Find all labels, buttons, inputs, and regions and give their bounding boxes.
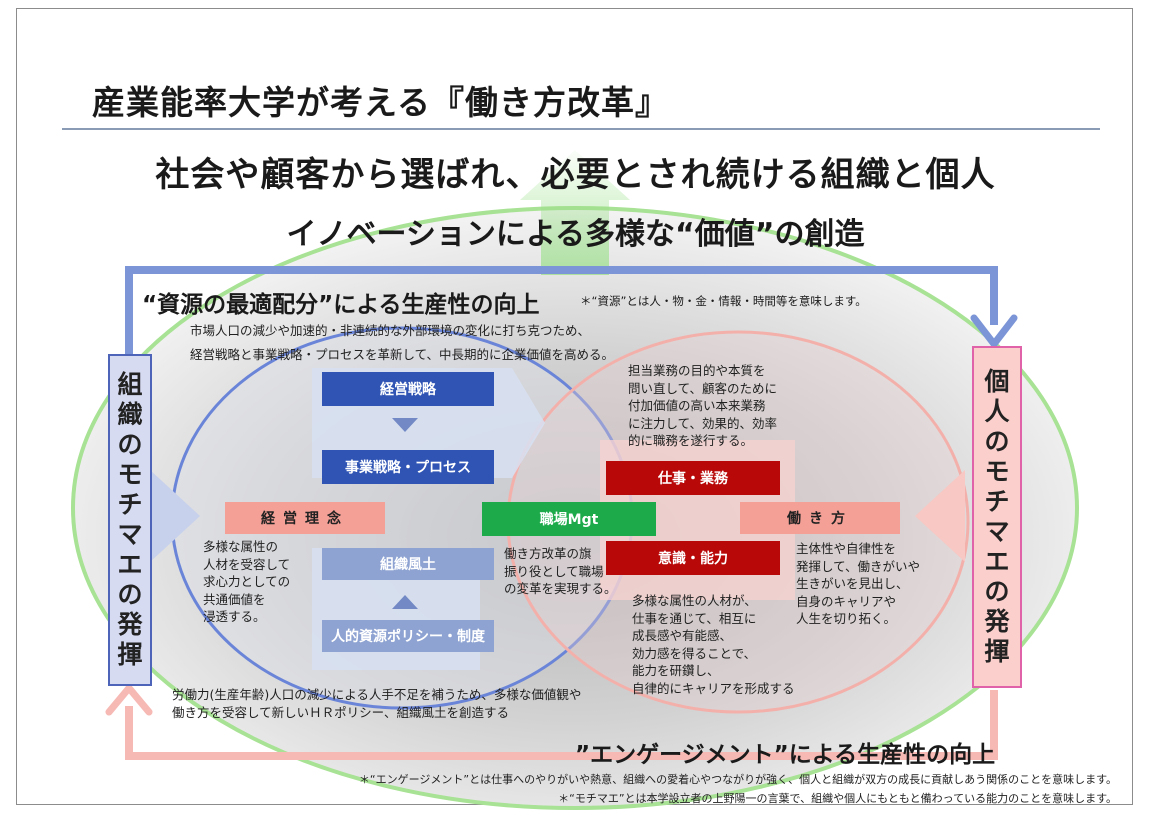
text-line: の変革を実現する。 [504,581,617,596]
text-line: 主体性や自律性を [796,541,897,556]
footnote-engagement: ＊“エンゲージメント”とは仕事へのやりがいや熱意、組織への愛着心やつながりが強く… [358,773,1117,786]
text-line: 人材を受容して [203,556,291,572]
col-char: マ [117,520,143,549]
text-line: 成長感や有能感、 [632,628,733,643]
text-line: 多様な属性の [203,539,279,554]
page-title: 産業能率大学が考える『働き方改革』 [92,83,670,122]
task-purpose-text: 担当業務の目的や本質を 問い直して、顧客のために 付加価値の高い本来業務 に注力… [628,362,777,450]
text-line: 効力感を得ることで、 [632,645,757,661]
headline-sub: イノベーションによる多様な“価値”の創造 [286,217,865,252]
col-char: 揮 [117,640,143,669]
text-line: 問い直して、顧客のために [628,380,778,396]
col-char: チ [984,487,1010,516]
work-tasks-box: 仕事・業務 [606,461,780,495]
col-char: 個 [984,367,1010,396]
down-triangle-icon [392,418,418,432]
text-line: に注力して、効果的、効率 [628,415,778,431]
text-line: 自律的にキャリアを形成する [632,680,795,696]
title-rule [62,128,1100,130]
hr-policy-box: 人的資源ポリシー・制度 [322,620,494,652]
text-line: 働き方を受容して新しいＨＲポリシー、組織風土を創造する [172,704,510,720]
text-line: 担当業務の目的や本質を [628,363,766,378]
text-line: 生きがいを見出し、 [796,576,909,591]
col-char: モ [117,460,143,489]
col-char: 人 [984,397,1010,426]
management-philosophy-box: 経営理念 [225,502,385,534]
col-char: の [984,577,1010,606]
business-strategy-box: 事業戦略・プロセス [322,450,494,484]
diverse-attributes-left-text: 多様な属性の 人材を受容して 求心力としての 共通価値を 浸透する。 [203,538,290,626]
top-feedback-arrow-head [970,314,1018,350]
text-line: 浸透する。 [203,609,266,624]
diverse-attributes-right-text: 多様な属性の人材が、 仕事を通じて、相互に 成長感や有能感、 効力感を得ることで… [632,592,795,697]
right-pointer-arrow [915,470,965,562]
bottom-feedback-arrow-head [105,682,153,716]
col-char: エ [984,547,1010,576]
engagement-heading: ”エンゲージメント”による生産性の向上 [575,742,996,768]
up-triangle-icon [392,595,418,609]
text-line: 振り役として職場 [504,563,604,579]
text-line: 多様な属性の人材が、 [632,593,757,608]
bottom-feedback-arrow [125,690,998,760]
col-char: マ [984,517,1010,546]
text-line: 仕事を通じて、相互に [632,610,757,626]
text-line: 労働力(生産年齢)人口の減少による人手不足を補うため、多様な価値観や [172,687,582,702]
text-line: 付加価値の高い本来業務 [628,398,766,413]
headline-main: 社会や顧客から選ばれ、必要とされ続ける組織と個人 [155,155,996,195]
text-line: 共通価値を [203,591,266,607]
col-char: の [117,430,143,459]
awareness-ability-box: 意識・能力 [606,541,780,575]
col-char: の [117,580,143,609]
text-line: 能力を研鑽し、 [632,663,720,678]
text-line: 働き方改革の旗 [504,546,592,561]
left-pointer-arrow [150,470,200,562]
col-char: 組 [117,370,143,399]
col-char: チ [117,490,143,519]
footnote-mochimae: ＊“モチマエ”とは本学設立者の上野陽一の言葉で、組織や個人にもともと備わっている… [558,792,1117,805]
organizational-culture-box: 組織風土 [322,548,494,580]
col-char: 発 [984,607,1010,636]
text-line: 求心力としての [203,574,291,589]
text-line: 的に職務を遂行する。 [628,433,754,448]
col-char: 発 [117,610,143,639]
resource-note: ＊“資源”とは人・物・金・情報・時間等を意味します。 [580,294,867,308]
col-char: 織 [117,400,143,429]
workplace-mgt-box: 職場Mgt [482,502,656,536]
col-char: の [984,427,1010,456]
col-char: 揮 [984,637,1010,666]
col-char: エ [117,550,143,579]
individual-mochimae-column: 個 人 の モ チ マ エ の 発 揮 [972,346,1022,688]
workstyle-reform-text: 働き方改革の旗 振り役として職場 の変革を実現する。 [504,545,617,598]
resource-heading: “資源の最適配分”による生産性の向上 [142,292,540,318]
resource-line-2: 経営戦略と事業戦略・プロセスを革新して、中長期的に企業価値を高める。 [190,347,615,362]
col-char: モ [984,457,1010,486]
autonomy-text: 主体性や自律性を 発揮して、働きがいや 生きがいを見出し、 自身のキャリアや 人… [796,540,920,628]
labor-force-text: 労働力(生産年齢)人口の減少による人手不足を補うため、多様な価値観や 働き方を受… [172,686,581,721]
text-line: 自身のキャリアや [796,593,897,609]
text-line: 発揮して、働きがいや [796,558,921,574]
text-line: 人生を切り拓く。 [796,611,897,626]
up-arrow [520,150,630,275]
resource-line-1: 市場人口の減少や加速的・非連続的な外部環境の変化に打ち克つため、 [190,323,591,338]
organization-mochimae-column: 組 織 の モ チ マ エ の 発 揮 [108,354,152,686]
top-feedback-arrow [125,266,998,355]
work-style-box: 働き方 [740,502,900,534]
management-strategy-box: 経営戦略 [322,372,494,406]
